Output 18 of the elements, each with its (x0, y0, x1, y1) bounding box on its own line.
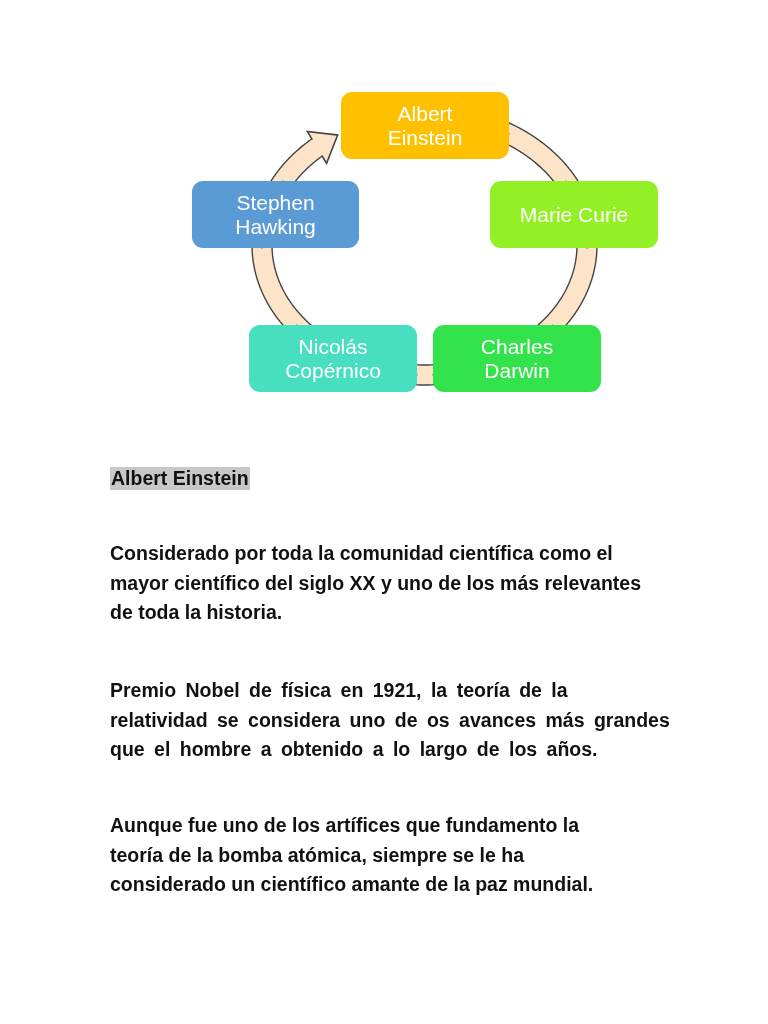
node-label: Stephen Hawking (234, 190, 317, 239)
name-box (490, 181, 658, 248)
paragraph: Aunque fue uno de los artífices que fundamento la teoría de la bomba atómica, siempre se le ha considerado un científico amante de la paz mundial. (110, 813, 595, 897)
curved-connector (506, 121, 580, 184)
node-label: Albert Einstein (386, 101, 464, 150)
curved-connector (251, 245, 314, 328)
highlighted-heading: Albert Einstein (110, 467, 250, 490)
node-label: Nicolás Copérnico (284, 334, 382, 383)
paragraph: Considerado por toda la comunidad científica como el mayor científico del siglo XX y uno de los más relevantes de toda la historia. (110, 541, 642, 625)
curved-arrow (269, 130, 339, 184)
node-label: Marie Curie (519, 202, 629, 227)
curved-connector (535, 245, 598, 328)
name-box (192, 181, 359, 248)
name-box (249, 325, 417, 392)
paragraph: Premio Nobel de física en 1921, la teoría de la relatividad se considera uno de os avances más grandes que el hombre a obtenido a lo largo de los años. (110, 678, 671, 762)
name-box (433, 325, 601, 392)
node-label: Charles Darwin (479, 334, 555, 383)
name-box (341, 92, 509, 159)
